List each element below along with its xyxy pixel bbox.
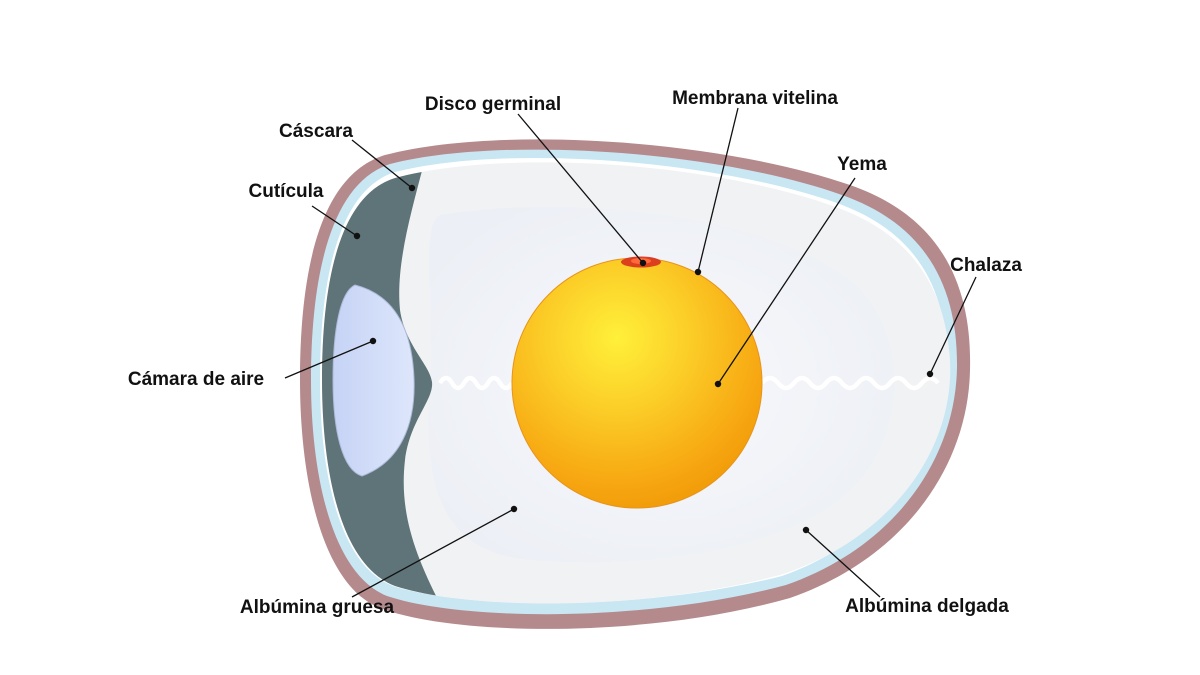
label-albumina-gruesa: Albúmina gruesa	[240, 597, 395, 618]
yolk	[511, 257, 763, 509]
dot-membrana-vitelina	[694, 268, 702, 276]
label-cascara: Cáscara	[279, 121, 353, 142]
leader-yema	[717, 177, 856, 385]
leader-albumina-gruesa	[351, 508, 515, 598]
dot-albumina-gruesa	[510, 505, 518, 513]
label-cuticula: Cutícula	[249, 181, 324, 202]
leader-cuticula	[311, 205, 358, 237]
label-albumina-delgada: Albúmina delgada	[845, 596, 1009, 617]
dot-cuticula	[353, 232, 361, 240]
dot-disco-germinal	[639, 259, 647, 267]
leader-camara-de-aire	[284, 340, 374, 379]
leader-albumina-delgada	[805, 529, 881, 598]
leader-chalaza	[929, 276, 977, 375]
dot-cascara	[408, 184, 416, 192]
air-cell	[332, 284, 415, 477]
label-membrana-vitelina: Membrana vitelina	[672, 88, 838, 109]
label-chalaza: Chalaza	[950, 255, 1022, 276]
label-yema: Yema	[837, 154, 887, 175]
chalaza-right	[760, 375, 940, 391]
leader-membrana-vitelina	[697, 107, 739, 273]
dot-chalaza	[926, 370, 934, 378]
label-disco-germinal: Disco germinal	[425, 94, 561, 115]
dot-yema	[714, 380, 722, 388]
leader-disco-germinal	[517, 113, 644, 264]
dot-camara-de-aire	[369, 337, 377, 345]
leader-cascara	[351, 139, 413, 189]
label-camara-de-aire: Cámara de aire	[128, 369, 264, 390]
dot-albumina-delgada	[802, 526, 810, 534]
chalaza-left	[438, 375, 514, 391]
